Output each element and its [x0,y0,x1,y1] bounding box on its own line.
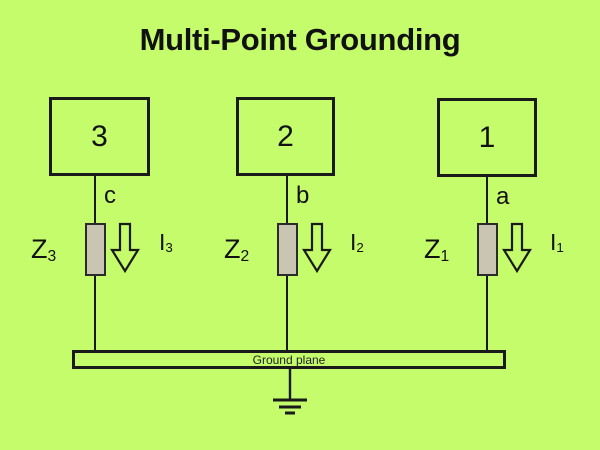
device-box-3: 3 [49,97,150,176]
current-arrow-i2 [302,222,332,274]
current-label-i2: I2 [350,229,364,256]
impedance-symbol: Z [424,234,441,264]
current-symbol: I [550,229,557,255]
earth-ground-icon [262,368,318,418]
impedance-subscript: 3 [47,247,57,265]
device-box-2: 2 [236,97,335,176]
impedance-label-z3: Z3 [31,234,57,265]
ground-plane-label: Ground plane [252,352,326,367]
current-symbol: I [159,229,166,255]
device-box-label: 2 [277,119,294,153]
impedance-subscript: 2 [240,247,250,265]
impedance-subscript: 1 [440,247,450,265]
impedance-label-z1: Z1 [424,234,450,265]
device-box-label: 3 [91,119,108,153]
impedance-symbol: Z [224,234,241,264]
current-arrow-i3 [110,222,140,274]
ground-plane-bar: Ground plane [72,350,506,369]
current-arrow-i1 [502,222,532,274]
impedance-block-3 [85,223,106,276]
page-title: Multi-Point Grounding [139,22,461,57]
current-symbol: I [350,229,357,255]
impedance-symbol: Z [31,234,48,264]
current-subscript: 3 [165,240,173,256]
node-letter-c: c [104,182,116,209]
impedance-label-z2: Z2 [224,234,250,265]
node-letter-a: a [496,183,510,210]
current-label-i1: I1 [550,229,564,256]
current-subscript: 1 [556,240,564,256]
impedance-block-2 [277,223,298,276]
current-label-i3: I3 [159,229,173,256]
device-box-label: 1 [478,120,496,154]
node-letter-b: b [296,182,310,209]
device-box-1: 1 [437,98,537,177]
impedance-block-1 [477,223,498,276]
current-subscript: 2 [356,240,364,256]
